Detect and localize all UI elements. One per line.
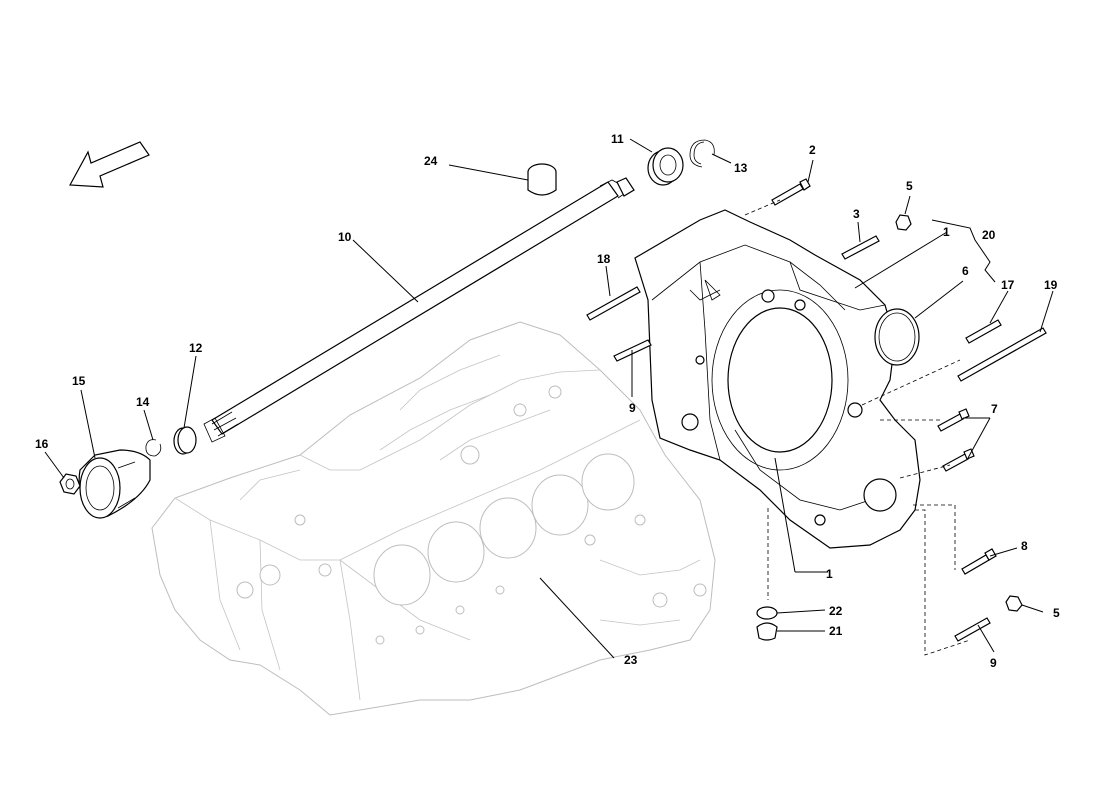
callout-2: 2 bbox=[809, 143, 816, 157]
circlip-small-part bbox=[145, 439, 162, 457]
callout-13: 13 bbox=[734, 161, 748, 175]
cap-part bbox=[527, 163, 557, 196]
callout-1b: 1 bbox=[826, 567, 833, 581]
callout-16: 16 bbox=[35, 437, 49, 451]
engine-block bbox=[151, 321, 716, 716]
stud-9-bottom-part bbox=[954, 617, 991, 642]
alignment-lines bbox=[744, 199, 971, 656]
bolt-8-part bbox=[961, 548, 997, 575]
callout-22: 22 bbox=[829, 604, 843, 618]
stud-19-part bbox=[957, 327, 1047, 382]
callout-5b: 5 bbox=[1053, 606, 1060, 620]
callout-19: 19 bbox=[1044, 278, 1058, 292]
callout-14: 14 bbox=[136, 395, 150, 409]
callout-11: 11 bbox=[611, 132, 624, 146]
callout-17: 17 bbox=[1001, 278, 1015, 292]
timing-cover bbox=[634, 209, 921, 549]
bearing-small-part bbox=[173, 426, 197, 455]
callout-21: 21 bbox=[829, 624, 843, 638]
callout-9b: 9 bbox=[990, 656, 997, 670]
callouts: 1 1 2 3 5 5 6 7 8 9 9 10 11 12 13 14 15 … bbox=[35, 132, 1060, 670]
flange-part bbox=[78, 449, 151, 519]
callout-23: 23 bbox=[624, 653, 638, 667]
callout-20: 20 bbox=[982, 228, 996, 242]
nut-5-bottom-part bbox=[1005, 595, 1023, 612]
callout-5a: 5 bbox=[906, 179, 913, 193]
leader-lines bbox=[44, 138, 1054, 659]
stud-18-part bbox=[586, 286, 641, 321]
bolts-7-part bbox=[937, 408, 975, 472]
nut-part bbox=[59, 473, 81, 495]
stud-3-part bbox=[841, 235, 880, 260]
direction-arrow-icon bbox=[69, 141, 150, 188]
bearing-part bbox=[647, 147, 684, 186]
callout-9a: 9 bbox=[629, 401, 636, 415]
callout-6: 6 bbox=[962, 264, 969, 278]
callout-10: 10 bbox=[338, 230, 352, 244]
circlip-part bbox=[689, 139, 715, 168]
callout-3: 3 bbox=[853, 207, 860, 221]
seal-ring-part bbox=[874, 308, 920, 366]
callout-15: 15 bbox=[72, 374, 86, 388]
stud-17-part bbox=[965, 319, 1002, 344]
callout-24: 24 bbox=[424, 154, 438, 168]
callout-12: 12 bbox=[189, 341, 203, 355]
callout-7: 7 bbox=[991, 402, 998, 416]
driveshaft bbox=[203, 177, 635, 443]
o-ring-part bbox=[756, 606, 778, 620]
callout-8: 8 bbox=[1021, 539, 1028, 553]
plug-part bbox=[756, 622, 778, 641]
callout-18: 18 bbox=[597, 252, 611, 266]
callout-1a: 1 bbox=[943, 225, 950, 239]
nut-5-top-part bbox=[895, 214, 912, 231]
